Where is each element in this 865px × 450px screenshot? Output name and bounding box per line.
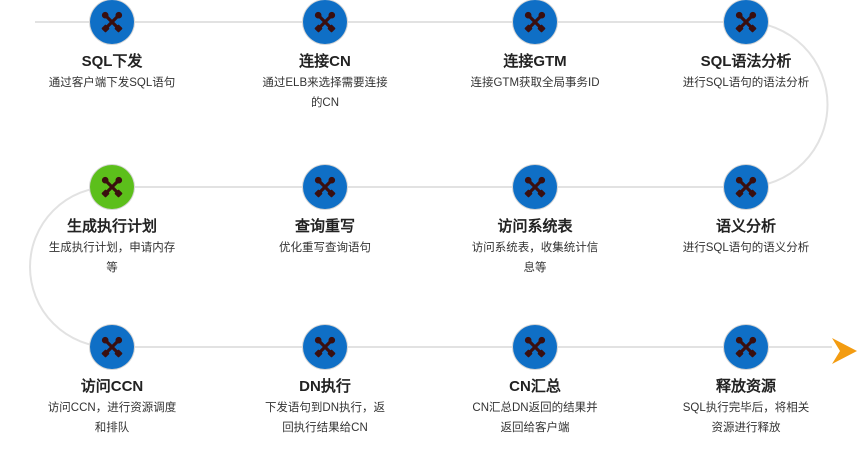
step-description: CN汇总DN返回的结果并返回给客户端 (472, 402, 598, 434)
step-description: 连接GTM获取全局事务ID (470, 77, 600, 89)
step-description: 通过客户端下发SQL语句 (48, 77, 176, 89)
step-icon (513, 0, 557, 44)
step-icon (303, 0, 347, 44)
step-title: SQL下发 (81, 53, 143, 70)
tools-icon (524, 11, 546, 33)
step-description: 访问系统表，收集统计信息等 (471, 242, 599, 274)
tools-icon (314, 336, 336, 358)
tools-icon (735, 11, 757, 33)
step-description: 通过ELB来选择需要连接的CN (262, 77, 388, 109)
step-title: 语义分析 (715, 218, 776, 235)
step-icon (303, 165, 347, 209)
step-title: 访问系统表 (497, 218, 573, 235)
step-title: 连接GTM (503, 53, 567, 70)
step-icon (724, 0, 768, 44)
step-description: 优化重写查询语句 (279, 242, 371, 254)
step-icon (724, 165, 768, 209)
tools-icon (101, 11, 123, 33)
tools-icon (735, 176, 757, 198)
tools-icon (101, 176, 123, 198)
step-description: 下发语句到DN执行，返回执行结果给CN (264, 402, 386, 434)
step-title: 生成执行计划 (66, 218, 157, 235)
tools-icon (735, 336, 757, 358)
step-title: 连接CN (299, 53, 351, 70)
step-icon (90, 325, 134, 369)
step-description: 进行SQL语句的语法分析 (682, 77, 810, 89)
step-icon (90, 165, 134, 209)
tools-icon (524, 176, 546, 198)
tools-icon (524, 336, 546, 358)
end-arrow-icon (832, 338, 857, 364)
step-title: 访问CCN (80, 378, 144, 395)
step-icon (513, 165, 557, 209)
step-icon (90, 0, 134, 44)
step-icon (724, 325, 768, 369)
tools-icon (314, 11, 336, 33)
step-title: DN执行 (299, 378, 351, 395)
step-title: SQL语法分析 (700, 53, 792, 70)
step-title: 查询重写 (294, 218, 355, 235)
step-description: SQL执行完毕后，将相关资源进行释放 (682, 402, 810, 434)
tools-icon (314, 176, 336, 198)
step-title: 释放资源 (715, 378, 776, 395)
step-description: 生成执行计划，申请内存等 (48, 242, 176, 274)
step-description: 进行SQL语句的语义分析 (682, 242, 810, 254)
step-title: CN汇总 (509, 378, 561, 395)
step-description: 访问CCN，进行资源调度和排队 (47, 402, 177, 434)
tools-icon (101, 336, 123, 358)
step-icon (513, 325, 557, 369)
step-icon (303, 325, 347, 369)
